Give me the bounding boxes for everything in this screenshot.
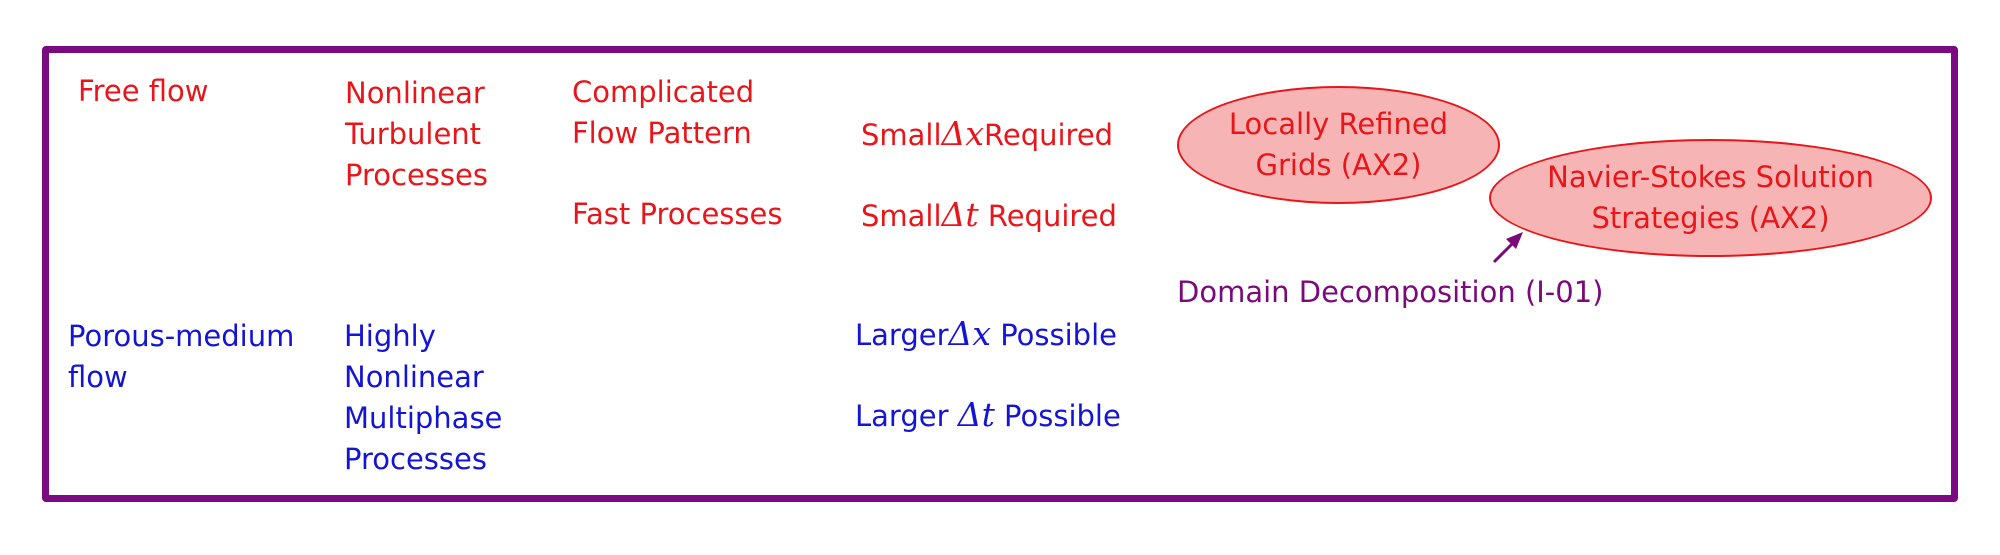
delta-x-symbol: Δx [948,314,991,353]
small-dx-prefix: Small [861,118,942,152]
porous-flow-title-line-1: Porous-medium [68,319,295,353]
small-dx-suffix: Required [984,118,1114,152]
small-dt-prefix: Small [861,199,942,233]
porous-process: Highly Nonlinear Multiphase Processes [344,316,502,480]
larger-dt-prefix: Larger [855,399,949,433]
small-dt-suffix: Required [987,199,1117,233]
free-flow-process-line-1: Nonlinear [345,76,485,110]
navier-line-1: Navier-Stokes Solution [1547,160,1874,194]
diagram-frame [42,46,1958,502]
small-dt-required: SmallΔt Required [861,194,1117,237]
grids-line-2: Grids (AX2) [1255,148,1422,182]
larger-dt-suffix: Possible [1004,399,1121,433]
fast-processes-label: Fast Processes [572,197,783,231]
delta-t-symbol: Δt [957,395,995,434]
porous-process-line-1: Highly [344,319,436,353]
delta-x-symbol: Δx [941,114,984,153]
larger-dx-prefix: Larger [855,318,949,352]
porous-process-line-3: Multiphase [344,401,503,435]
porous-process-line-4: Processes [344,442,487,476]
dd-arrow-head [1506,232,1523,249]
porous-flow-title: Porous-medium flow [68,316,294,398]
navier-stokes-ellipse: Navier-Stokes Solution Strategies (AX2) [1489,139,1932,257]
grids-line-1: Locally Refined [1228,107,1449,141]
domain-decomposition-label: Domain Decomposition (I-01) [1177,275,1604,309]
free-flow-title: Free flow [78,74,209,108]
flow-pattern-label: Complicated Flow Pattern [572,72,754,154]
larger-dt-possible: Larger Δt Possible [855,394,1121,437]
porous-flow-title-line-2: flow [68,360,128,394]
flow-pattern-line-2: Flow Pattern [572,116,752,150]
free-flow-process: Nonlinear Turbulent Processes [345,73,488,196]
navier-line-2: Strategies (AX2) [1591,201,1830,235]
locally-refined-grids-ellipse: Locally Refined Grids (AX2) [1177,86,1500,204]
flow-pattern-line-1: Complicated [572,75,755,109]
larger-dx-suffix: Possible [1000,318,1117,352]
small-dx-required: SmallΔxRequired [861,113,1113,156]
free-flow-process-line-2: Turbulent [345,117,482,151]
porous-process-line-2: Nonlinear [344,360,484,394]
larger-dx-possible: LargerΔx Possible [855,313,1117,356]
delta-t-symbol: Δt [941,195,979,234]
free-flow-process-line-3: Processes [345,158,488,192]
